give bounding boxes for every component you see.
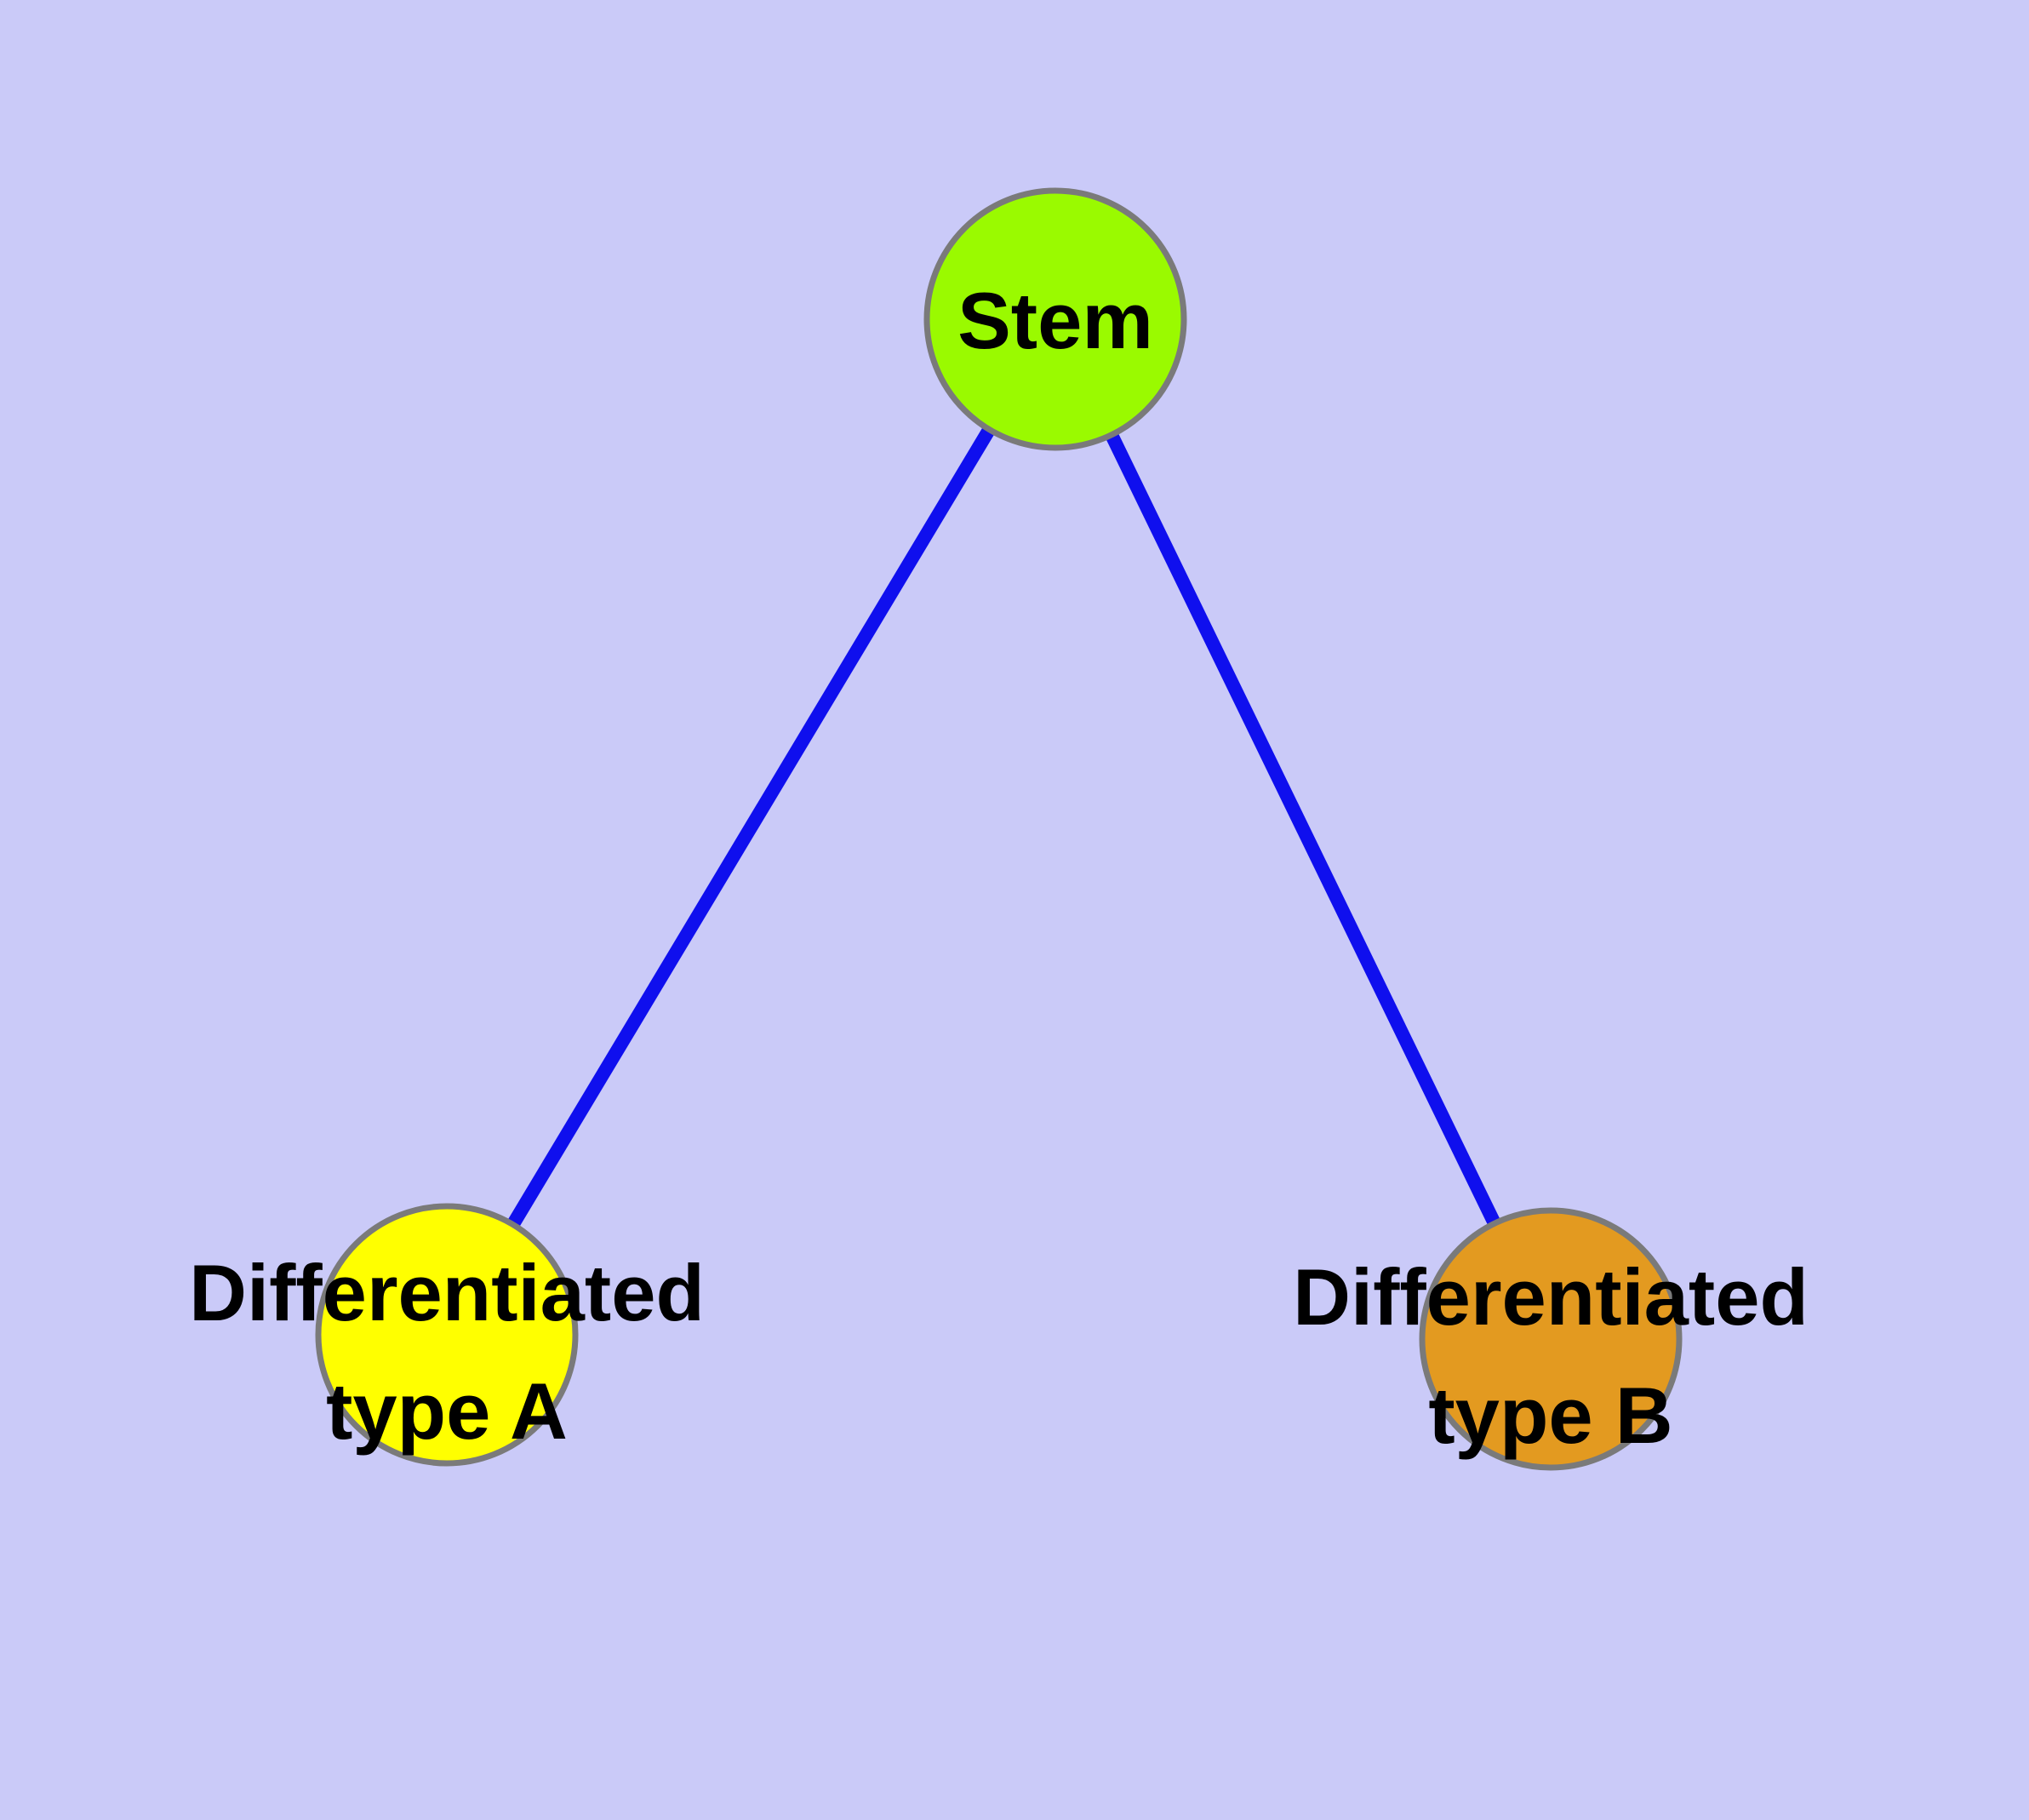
node-type-b: Differentiated type B (1293, 1207, 1809, 1471)
node-type-a-circle (315, 1203, 579, 1467)
node-stem: Stem (923, 187, 1187, 451)
node-type-a-label-line2: type A (326, 1366, 568, 1456)
node-type-a-label-line1: Differentiated (189, 1248, 705, 1337)
node-stem-label: Stem (957, 276, 1153, 365)
node-stem-circle (923, 187, 1187, 451)
node-type-a: Differentiated type A (189, 1203, 705, 1467)
node-type-b-label-line1: Differentiated (1293, 1252, 1809, 1342)
edge-stem-to-type-b (1049, 316, 1557, 1342)
edge-stem-to-type-a (441, 315, 1061, 1339)
node-type-b-label-line2: type B (1428, 1371, 1672, 1460)
node-type-b-circle (1419, 1207, 1683, 1471)
